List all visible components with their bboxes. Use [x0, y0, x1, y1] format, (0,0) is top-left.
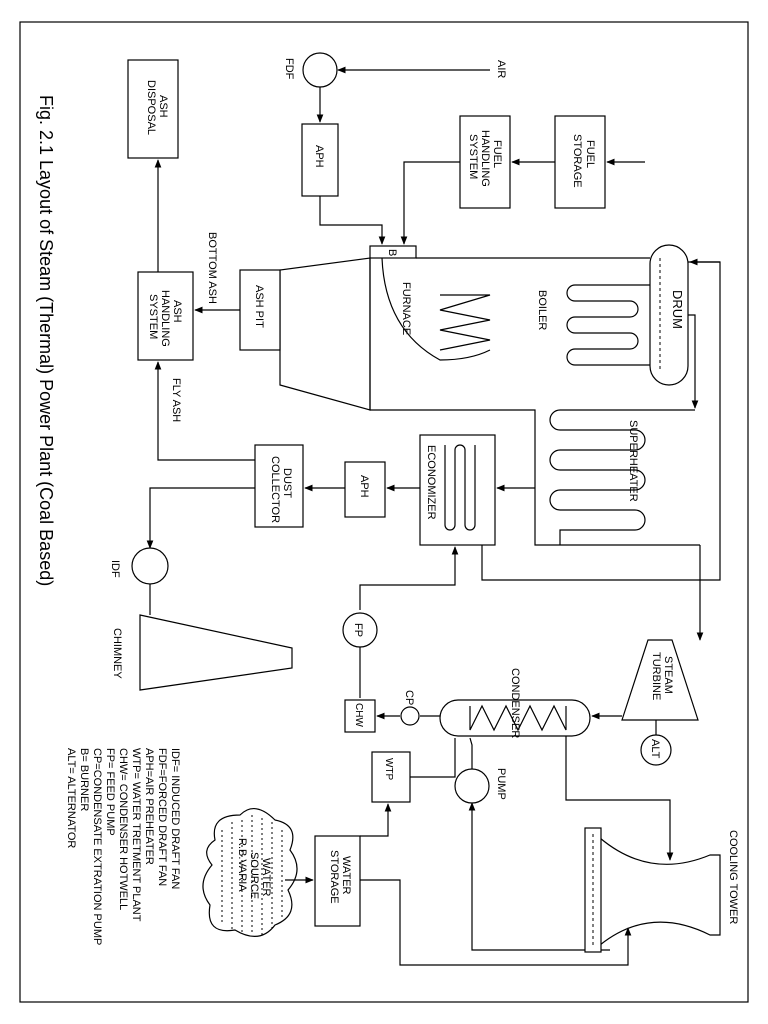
legend: IDF= INDUCED DRAFT FAN FDF=FORCED DRAFT … [65, 748, 181, 945]
pump-to-condenser-line [469, 737, 473, 770]
ash-pit-hopper [279, 257, 371, 411]
economizer-label: ECONOMIZER [425, 445, 437, 520]
ash-handling-label-1: ASH [171, 300, 183, 323]
ash-pit-box [239, 269, 281, 351]
economizer-box [419, 434, 496, 546]
economizer-coil [444, 444, 476, 531]
legend-item: WTP= WATER TRETMENT PLANT [130, 748, 142, 922]
legend-item: CHW= CONDENSER HOTWELL [117, 748, 129, 910]
chimney-label: CHIMNEY [111, 628, 123, 679]
furnace-label: FURNACE [400, 282, 412, 335]
aph-top-box [301, 123, 339, 197]
fdf-fan [302, 52, 338, 88]
water-storage-box [314, 835, 361, 927]
cooling-pump [454, 768, 490, 804]
makeup-to-tower-line [360, 879, 632, 966]
ash-handling-label-3: SYSTEM [147, 294, 159, 339]
fly-ash-line [154, 361, 255, 461]
boiler-tubes [566, 284, 650, 366]
cp-label: CP [403, 690, 415, 705]
fuel-storage-box [554, 115, 606, 209]
legend-item: APH=AIR PREHEATER [143, 748, 155, 865]
water-storage-label-2: STORAGE [328, 850, 340, 904]
aph-top-label: APH [313, 145, 325, 168]
fp-to-economizer-line [359, 546, 459, 610]
boiler-label: BOILER [536, 290, 548, 330]
legend-item: FP= FEED PUMP [104, 748, 116, 836]
legend-item: ALT= ALTERNATOR [65, 748, 77, 848]
condenser-coil [469, 704, 567, 732]
air-label: AIR [495, 60, 507, 78]
aph-mid-label: APH [358, 475, 370, 498]
legend-item: CP=CONDENSATE EXTRATION PUMP [91, 748, 103, 945]
steam-turbine-label-2: TURBINE [650, 652, 662, 700]
burner-label: B [386, 249, 398, 256]
legend-item: IDF= INDUCED DRAFT FAN [169, 748, 181, 889]
dust-to-idf-line [146, 487, 255, 549]
fuel-handling-label-2: HANDLING [479, 130, 491, 187]
legend-item: B= BURNER [78, 748, 90, 811]
water-storage-label-1: WATER [340, 856, 352, 895]
fuel-to-burner-line [400, 161, 460, 245]
cooling-tower [599, 837, 721, 946]
condensate-pump [400, 706, 420, 726]
water-source-label-1: WATER [260, 858, 272, 897]
furnace-coil [439, 294, 491, 351]
wtp-to-condenser-line [410, 738, 456, 778]
idf-label: IDF [109, 560, 121, 578]
chw-box [344, 699, 376, 733]
tower-to-pump-line [468, 802, 610, 951]
page-border [19, 21, 749, 1003]
chimney [139, 614, 293, 691]
fuel-storage-label-1: FUEL [584, 140, 596, 168]
cooling-tower-label: COOLING TOWER [727, 830, 739, 924]
superheater-coil [549, 409, 695, 545]
water-source-cloud [202, 808, 298, 937]
condenser-to-tower-line [565, 736, 674, 861]
condenser-label: CONDENSER [509, 668, 521, 738]
fly-ash-label: FLY ASH [170, 378, 182, 422]
dust-collector-label-1: DUST [281, 468, 293, 498]
pump-label: PUMP [495, 768, 507, 800]
fdf-label: FDF [283, 58, 295, 80]
ash-disposal-label-2: DISPOSAL [145, 80, 157, 135]
fuel-handling-box [459, 115, 511, 209]
water-source-label-3: R.B.VARIA [236, 838, 248, 892]
ash-handling-label-2: HANDLING [159, 290, 171, 347]
idf-fan [131, 547, 169, 585]
ash-disposal-label-1: ASH [157, 95, 169, 118]
burner-box [369, 245, 417, 259]
wtp-label: WTP [383, 758, 394, 781]
dust-collector-label-2: COLLECTOR [269, 456, 281, 523]
bottom-ash-label: BOTTOM ASH [206, 232, 218, 304]
fuel-handling-label-3: SYSTEM [467, 134, 479, 179]
furnace-curve [381, 257, 491, 361]
drum-label: DRUM [670, 290, 685, 329]
ash-handling-box [137, 271, 194, 361]
steam-turbine [621, 639, 699, 721]
alt-label: ALT [649, 739, 661, 759]
storage-to-wtp-line [360, 803, 392, 837]
drum-to-superheater-line [688, 314, 699, 409]
fuel-storage-label-2: STORAGE [571, 134, 583, 188]
water-source-label-2: SOURCE [248, 852, 260, 899]
fuel-handling-label-1: FUEL [491, 140, 503, 168]
water-source-hatch [221, 815, 283, 935]
chw-label: CHW [353, 703, 364, 727]
fp-label: FP [352, 623, 364, 637]
superheater-label: SUPERHEATER [627, 420, 639, 502]
wtp-box [371, 751, 411, 803]
aph-mid-box [344, 461, 386, 518]
alternator [640, 734, 672, 766]
figure-title: Fig. 2.1 Layout of Steam (Thermal) Power… [36, 95, 56, 586]
ash-disposal-box [127, 59, 179, 159]
aph-to-burner-line [319, 196, 386, 245]
legend-item: FDF=FORCED DRAFT FAN [156, 748, 168, 886]
dust-collector-box [254, 444, 304, 528]
steam-turbine-label-1: STEAM [662, 656, 674, 694]
ash-pit-label: ASH PIT [253, 285, 265, 328]
